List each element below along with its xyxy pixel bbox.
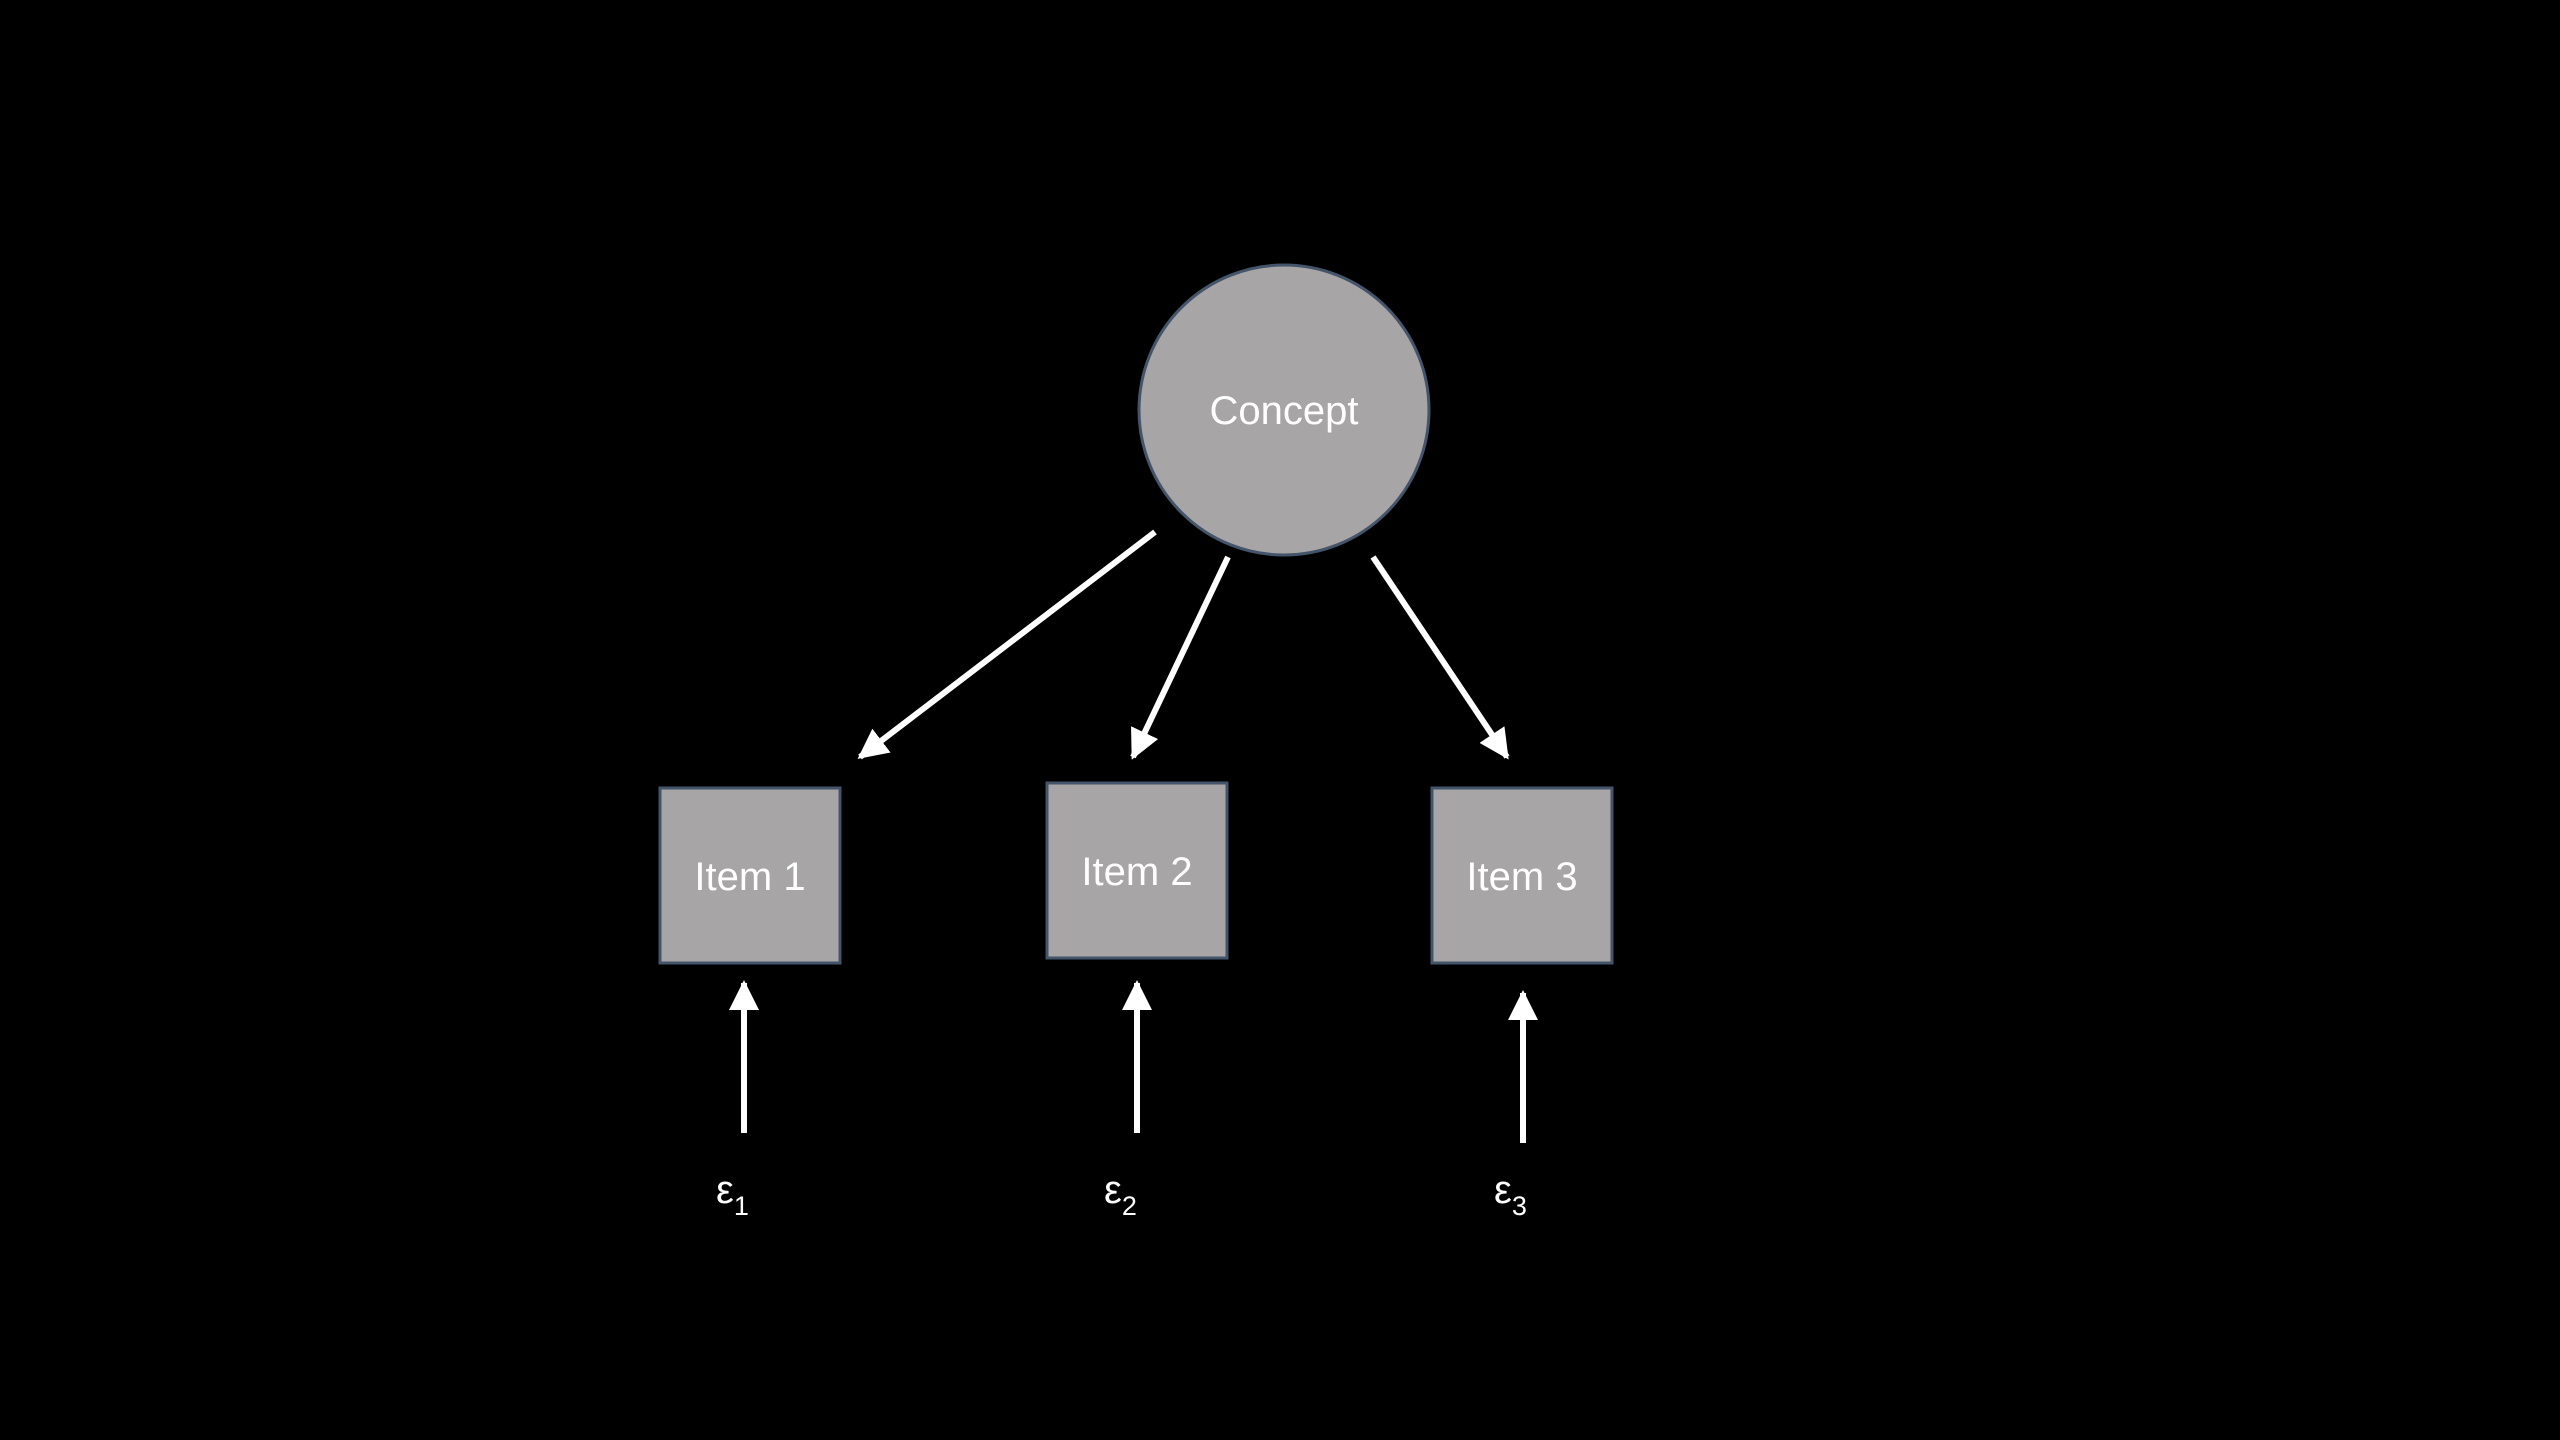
- error-subscript-3: 3: [1512, 1191, 1527, 1221]
- item-label-2: Item 2: [1081, 850, 1192, 894]
- error-term-2: ε2: [1104, 1168, 1137, 1221]
- concept-node: [1137, 263, 1431, 557]
- error-subscript-2: 2: [1122, 1191, 1137, 1221]
- item-label-3: Item 3: [1466, 855, 1577, 899]
- arrow-concept-to-item-3: [1370, 555, 1510, 760]
- concept-label: Concept: [1210, 389, 1359, 433]
- error-symbol-2: ε: [1104, 1168, 1122, 1212]
- error-term-3: ε3: [1494, 1168, 1527, 1221]
- item-node-2: [1045, 781, 1229, 960]
- item-label-1: Item 1: [694, 855, 805, 899]
- item-node-1: [658, 786, 842, 965]
- error-symbol-3: ε: [1494, 1168, 1512, 1212]
- error-subscript-1: 1: [734, 1191, 749, 1221]
- arrow-concept-to-item-1: [857, 529, 1157, 760]
- error-term-1: ε1: [716, 1168, 749, 1221]
- arrow-concept-to-item-2: [1130, 555, 1231, 760]
- item-node-3: [1430, 786, 1614, 965]
- error-symbol-1: ε: [716, 1168, 734, 1212]
